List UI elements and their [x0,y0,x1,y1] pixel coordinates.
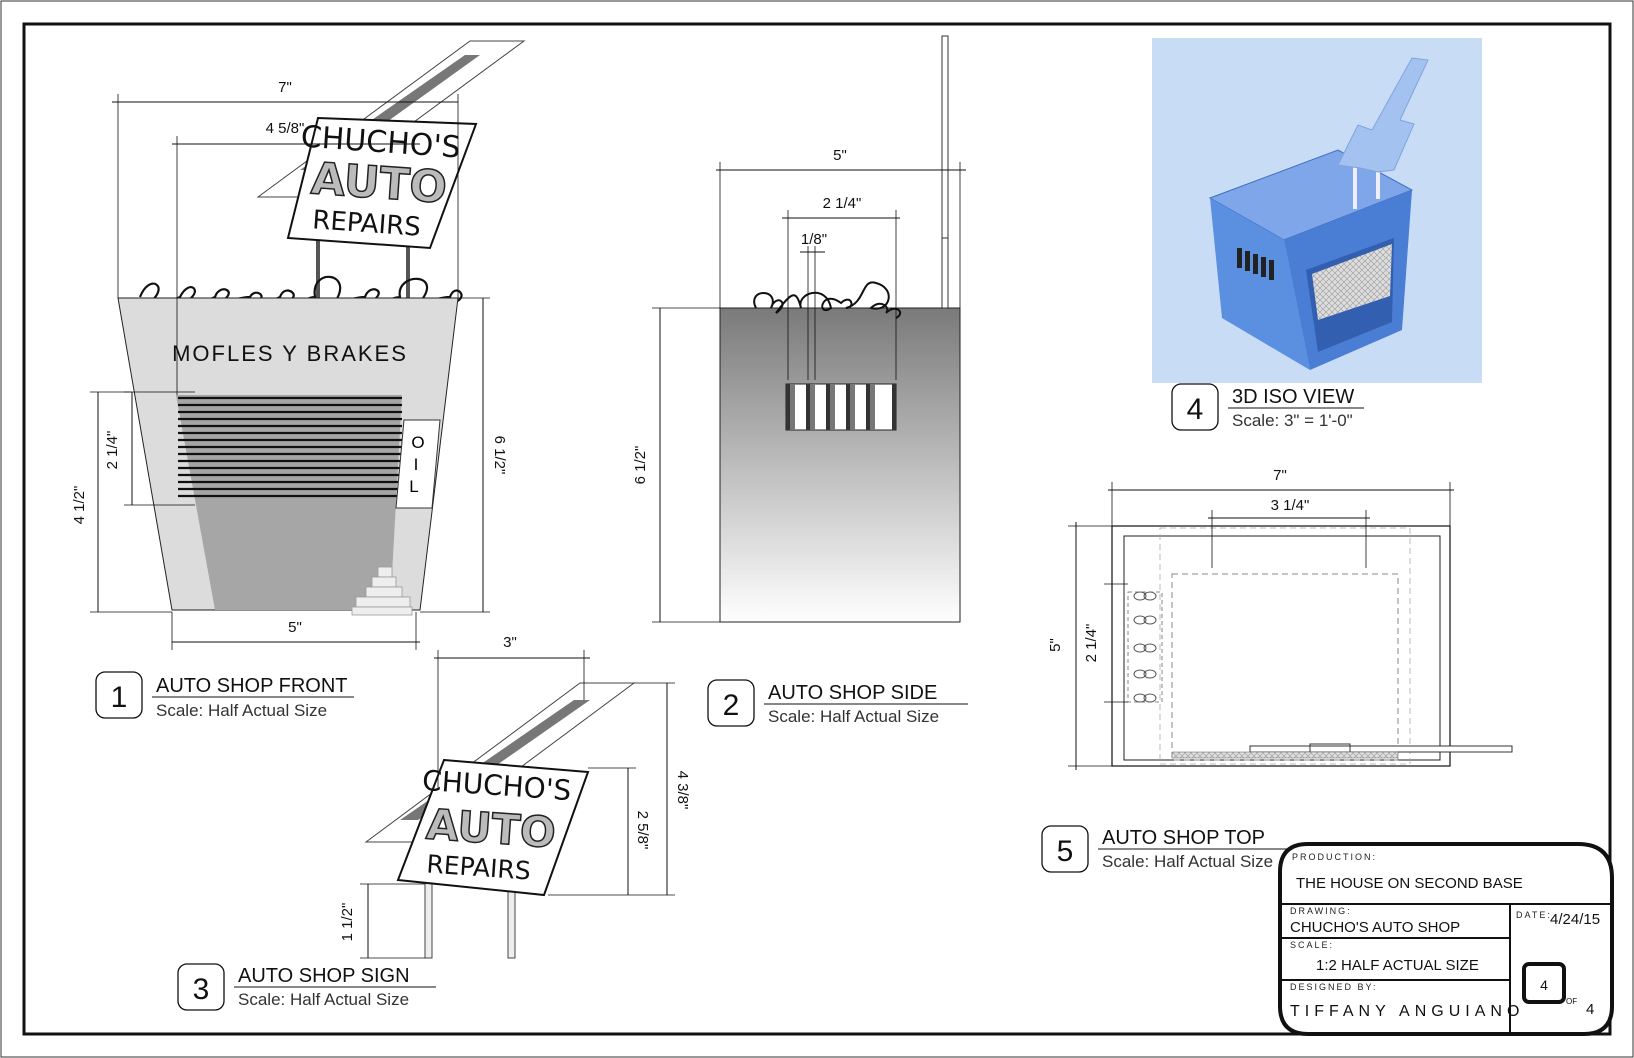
view-label-side: 2 AUTO SHOP SIDE Scale: Half Actual Size [707,679,968,727]
title-block: PRODUCTION: THE HOUSE ON SECOND BASE DRA… [1278,842,1614,1036]
designer-label: DESIGNED BY: [1290,982,1378,992]
view-number: 2 [723,689,740,722]
view-scale: Scale: Half Actual Size [1102,852,1273,871]
side-dim-width: 5" [833,147,847,164]
oil-letter-i: I [414,455,419,474]
front-dim-bottom: 5" [288,619,302,636]
view-label-iso: 4 3D ISO VIEW Scale: 3" = 1'-0" [1171,383,1364,431]
view-label-sign: 3 AUTO SHOP SIGN Scale: Half Actual Size [177,963,436,1011]
view-label-front: 1 AUTO SHOP FRONT Scale: Half Actual Siz… [95,671,354,720]
front-view: CHUCHO'S AUTO REPAIRS O I [71,40,526,650]
banner-text: MOFLES Y BRAKES [172,341,408,366]
date-label: DATE: [1516,910,1552,920]
front-dim-door-height: 2 1/4" [104,431,121,470]
view-title: AUTO SHOP SIDE [768,682,937,704]
date-value: 4/24/15 [1550,911,1600,928]
of-label: OF [1566,997,1577,1006]
view-number: 3 [193,973,210,1006]
top-dim-inner-width: 3 1/4" [1271,497,1310,514]
view-title: 3D ISO VIEW [1232,386,1354,408]
sign-line2: AUTO [425,800,558,858]
view-title: AUTO SHOP FRONT [156,675,348,697]
scale-label: SCALE: [1290,940,1334,950]
top-dim-depth: 5" [1047,638,1064,652]
sheet-number: 4 [1540,977,1548,993]
view-label-top: 5 AUTO SHOP TOP Scale: Half Actual Size [1041,825,1290,873]
view-scale: Scale: 3" = 1'-0" [1232,411,1353,430]
view-scale: Scale: Half Actual Size [768,707,939,726]
garage-door-slats [178,396,402,498]
oil-letter-o: O [411,433,424,452]
side-dim-window: 2 1/4" [823,195,862,212]
front-sign-line2: AUTO [309,153,448,213]
front-dim-width: 7" [278,79,292,96]
view-scale: Scale: Half Actual Size [156,701,327,720]
sign-dim-board-height: 2 5/8" [634,811,651,850]
drawing-label: DRAWING: [1290,906,1352,916]
production-label: PRODUCTION: [1292,852,1377,862]
sign-dim-height: 4 3/8" [674,771,691,810]
side-dim-bar: 1/8" [801,231,827,248]
view-title: AUTO SHOP TOP [1102,827,1265,849]
view-number: 4 [1187,393,1204,426]
designer-value: TIFFANY ANGUIANO [1290,1003,1524,1020]
sheet-border [22,22,1612,1036]
scale-value: 1:2 HALF ACTUAL SIZE [1316,957,1479,974]
production-value: THE HOUSE ON SECOND BASE [1296,875,1523,892]
view-number: 5 [1057,835,1074,868]
front-dim-height: 6 1/2" [491,436,508,475]
top-dim-width: 7" [1273,467,1287,484]
view-scale: Scale: Half Actual Size [238,990,409,1009]
sign-view: CHUCHO'S AUTO REPAIRS 3" 4 3/8" 2 5/8" 1… [339,634,691,959]
drawing-value: CHUCHO'S AUTO SHOP [1290,919,1460,936]
view-title: AUTO SHOP SIGN [238,965,410,987]
front-dim-door-total: 4 1/2" [71,486,88,525]
side-dim-height: 6 1/2" [632,446,649,485]
top-dim-inner-depth: 2 1/4" [1083,624,1100,663]
top-view: 7" 3 1/4" 5" 2 1/4" [1047,467,1513,770]
view-number: 1 [111,681,128,714]
front-dim-sign-width: 4 5/8" [266,120,305,137]
side-view: 5" 2 1/4" 1/8" 6 1/2" [632,35,966,623]
sign-dim-post: 1 1/2" [339,903,356,942]
oil-letter-l: L [409,477,418,496]
iso-view [1152,38,1482,383]
sign-dim-width: 3" [503,634,517,651]
sheet-total: 4 [1586,1001,1594,1018]
